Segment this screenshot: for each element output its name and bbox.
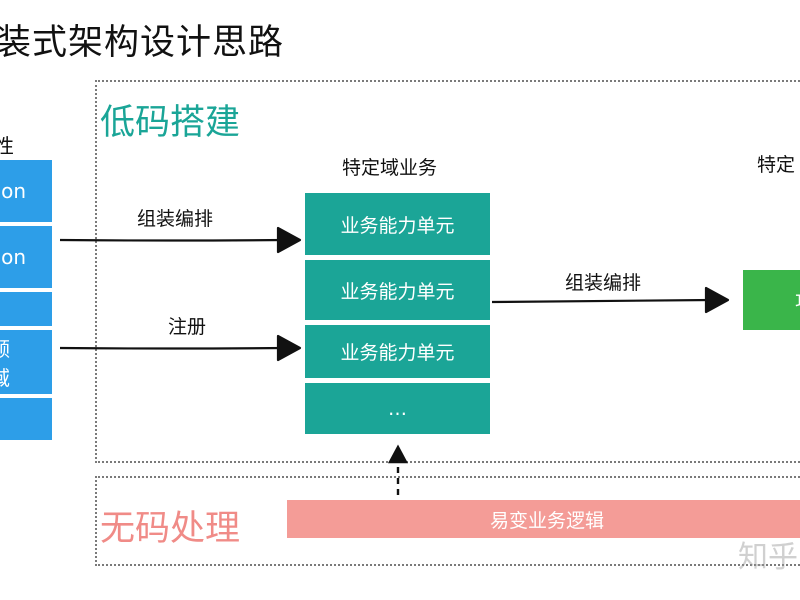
arrow-assemble-right — [491, 286, 730, 314]
right-block: 功 — [743, 270, 800, 330]
watermark: 知乎 — [738, 540, 798, 575]
left-column-label: 性 — [0, 134, 14, 158]
capability-unit-more: … — [305, 383, 490, 434]
right-heading: 特定 — [757, 154, 796, 176]
arrow-dashed-up — [388, 444, 408, 495]
lowcode-title: 低码搭建 — [100, 103, 241, 143]
nocode-region — [95, 476, 800, 566]
left-block-2: on — [0, 226, 52, 288]
variable-logic-bar: 易变业务逻辑 — [287, 500, 800, 538]
arrow-register — [59, 334, 302, 362]
capability-unit-3: 业务能力单元 — [305, 325, 490, 378]
assemble-label-right: 组装编排 — [565, 272, 642, 294]
page-title: 装式架构设计思路 — [0, 23, 285, 63]
lowcode-region — [95, 80, 800, 463]
specific-domain-heading: 特定域业务 — [342, 157, 438, 179]
left-block-1: on — [0, 160, 52, 222]
left-block-4: 领域 — [0, 330, 52, 394]
left-block-5 — [0, 398, 52, 440]
left-block-3 — [0, 292, 52, 326]
register-label: 注册 — [168, 316, 207, 338]
assemble-label-top: 组装编排 — [137, 208, 214, 230]
nocode-title: 无码处理 — [100, 509, 241, 549]
capability-unit-2: 业务能力单元 — [305, 260, 490, 320]
arrow-assemble-top — [59, 226, 302, 254]
capability-unit-1: 业务能力单元 — [305, 193, 490, 255]
